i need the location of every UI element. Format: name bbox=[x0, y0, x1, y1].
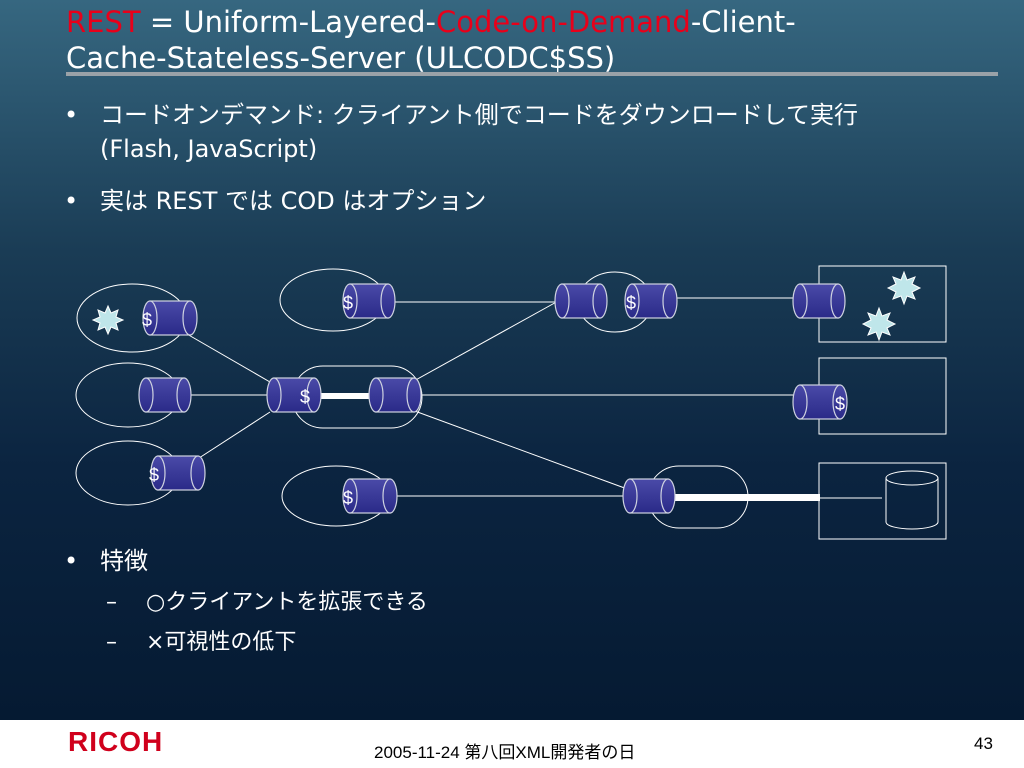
bullet-3-text: 特徴 bbox=[100, 547, 148, 575]
bullet-1-line2: (Flash, JavaScript) bbox=[100, 135, 318, 163]
page-number: 43 bbox=[974, 734, 993, 753]
cache-symbol: $ bbox=[300, 387, 310, 407]
code-burst-icon bbox=[861, 306, 897, 342]
connector-bar bbox=[670, 494, 820, 501]
bullet-2: • 実は REST では COD はオプション bbox=[64, 184, 487, 218]
connector-cylinder-icon bbox=[622, 478, 676, 514]
connector-cylinder-icon bbox=[554, 283, 608, 319]
bullet-mark: • bbox=[64, 547, 79, 575]
cache-symbol: $ bbox=[149, 465, 159, 485]
connector-cylinder-icon bbox=[792, 384, 848, 420]
cache-symbol: $ bbox=[343, 488, 353, 508]
connector-cylinders bbox=[138, 283, 848, 514]
sub-bullet-1: – ○クライアントを拡張できる bbox=[106, 588, 428, 618]
connector-cylinder-icon bbox=[266, 377, 322, 413]
bullet-2-text: 実は REST では COD はオプション bbox=[100, 187, 487, 215]
bullet-1-line1: コードオンデマンド: クライアント側でコードをダウンロードして実行 bbox=[100, 101, 859, 129]
connection-line bbox=[179, 329, 271, 383]
slide: REST = Uniform-Layered-Code-on-Demand-Cl… bbox=[0, 0, 1024, 720]
bullet-3: • 特徴 bbox=[64, 544, 148, 578]
rest-architecture-diagram: $ $ $ $ $ $ $ bbox=[75, 265, 947, 540]
connection-line bbox=[195, 411, 271, 461]
sub-bullet-2: – ×可視性の低下 bbox=[106, 628, 297, 658]
bullet-mark: • bbox=[64, 187, 79, 215]
sub-bullet-2-text: ×可視性の低下 bbox=[146, 630, 297, 655]
connection-line bbox=[411, 299, 561, 383]
title-cod: Code-on-Demand bbox=[436, 5, 691, 39]
sub-bullet-mark: – bbox=[106, 590, 117, 615]
connector-cylinder-icon bbox=[624, 283, 678, 319]
cache-symbol: $ bbox=[142, 310, 152, 330]
code-burst-icon bbox=[886, 270, 922, 306]
bullet-mark: • bbox=[64, 101, 79, 129]
database-icon bbox=[885, 470, 939, 530]
code-burst-icon bbox=[91, 304, 125, 336]
title-rest: REST bbox=[66, 5, 141, 39]
connector-cylinder-icon bbox=[150, 455, 206, 491]
connector-cylinder-icon bbox=[142, 300, 198, 336]
connector-cylinder-icon bbox=[138, 377, 192, 413]
ricoh-logo: RICOH bbox=[68, 726, 164, 757]
title-line2: Cache-Stateless-Server (ULCODC$SS) bbox=[66, 41, 616, 75]
title-rule bbox=[66, 72, 998, 76]
connection-line bbox=[411, 409, 631, 491]
slide-title: REST = Uniform-Layered-Code-on-Demand-Cl… bbox=[66, 4, 1006, 76]
connector-bar bbox=[312, 393, 374, 399]
footer-text: 2005-11-24 第八回XML開発者の日 bbox=[374, 743, 636, 762]
connector-cylinder-icon bbox=[342, 478, 398, 514]
connector-cylinder-icon bbox=[368, 377, 422, 413]
bullet-1: • コードオンデマンド: クライアント側でコードをダウンロードして実行 (Fla… bbox=[64, 98, 859, 166]
cache-symbol: $ bbox=[835, 394, 845, 414]
sub-bullet-mark: – bbox=[106, 630, 117, 655]
cache-symbol: $ bbox=[343, 293, 353, 313]
cache-symbol: $ bbox=[626, 293, 636, 313]
connector-cylinder-icon bbox=[342, 283, 396, 319]
connector-cylinder-icon bbox=[792, 283, 846, 319]
footer: RICOH 2005-11-24 第八回XML開発者の日 43 bbox=[0, 720, 1024, 768]
sub-bullet-1-text: ○クライアントを拡張できる bbox=[146, 590, 428, 615]
title-segment: -Client- bbox=[690, 5, 796, 39]
title-segment: = Uniform-Layered- bbox=[140, 5, 437, 39]
